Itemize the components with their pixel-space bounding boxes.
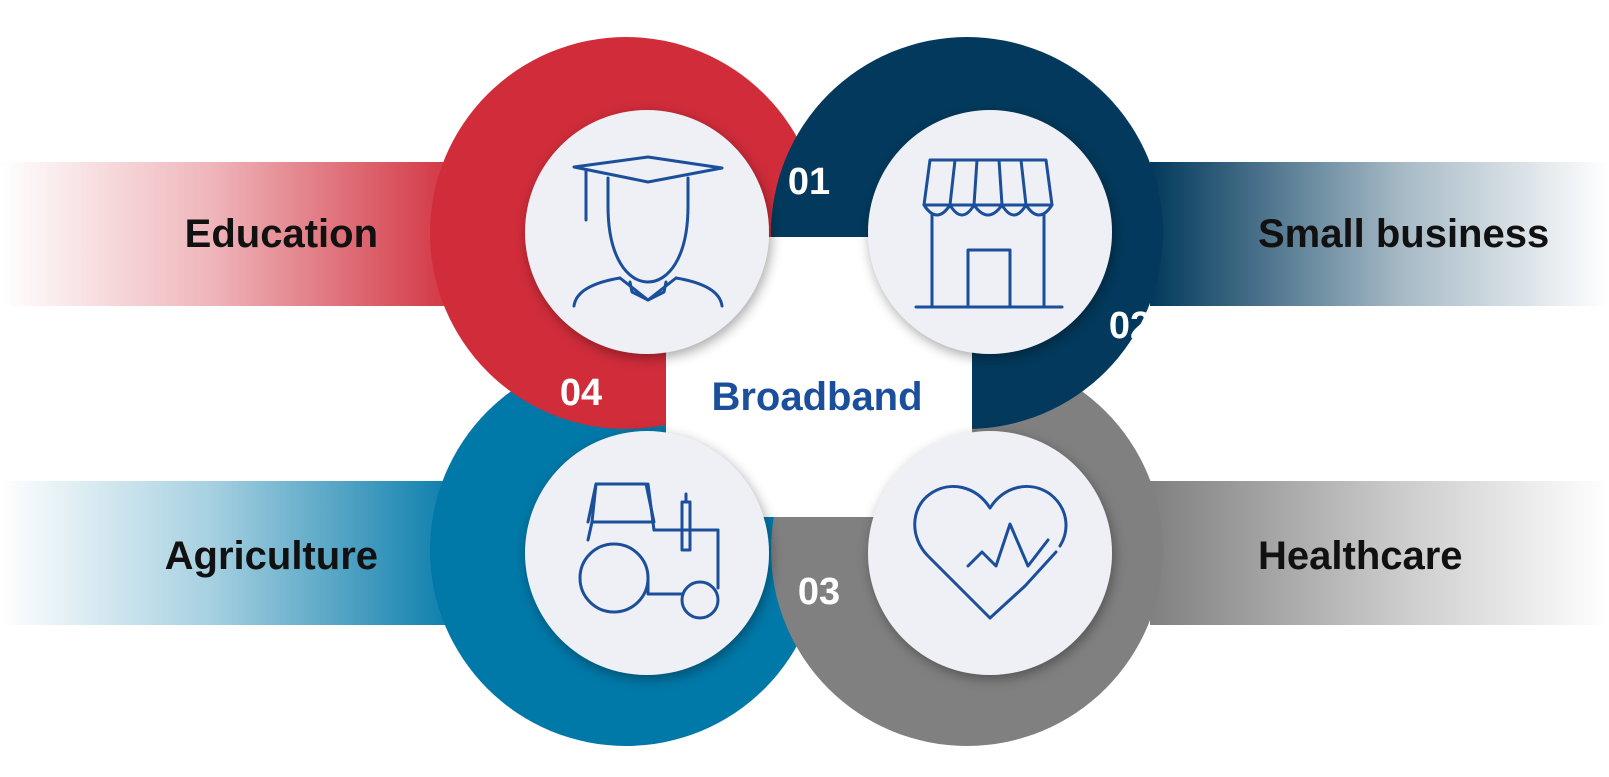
number-02: 02: [1109, 305, 1151, 347]
heart-pulse-icon: [913, 485, 1068, 620]
agriculture-band: [0, 481, 470, 625]
tractor-icon: [578, 482, 720, 620]
number-04: 04: [560, 372, 602, 414]
healthcare-label: Healthcare: [1258, 534, 1463, 578]
icon-disc-small-business: [868, 110, 1112, 354]
graduate-icon: [572, 155, 724, 308]
agriculture-label: Agriculture: [164, 534, 378, 578]
number-03: 03: [798, 571, 840, 613]
icon-disc-agriculture: [525, 431, 769, 675]
education-band: [0, 162, 470, 306]
center-label: Broadband: [711, 375, 922, 419]
storefront-icon: [914, 158, 1064, 309]
small-business-band: [1150, 162, 1609, 306]
icon-disc-education: [525, 110, 769, 354]
small-business-label: Small business: [1258, 212, 1550, 256]
education-label: Education: [184, 212, 378, 256]
icon-disc-healthcare: [868, 431, 1112, 675]
number-01: 01: [788, 161, 830, 203]
healthcare-band: [1150, 481, 1609, 625]
